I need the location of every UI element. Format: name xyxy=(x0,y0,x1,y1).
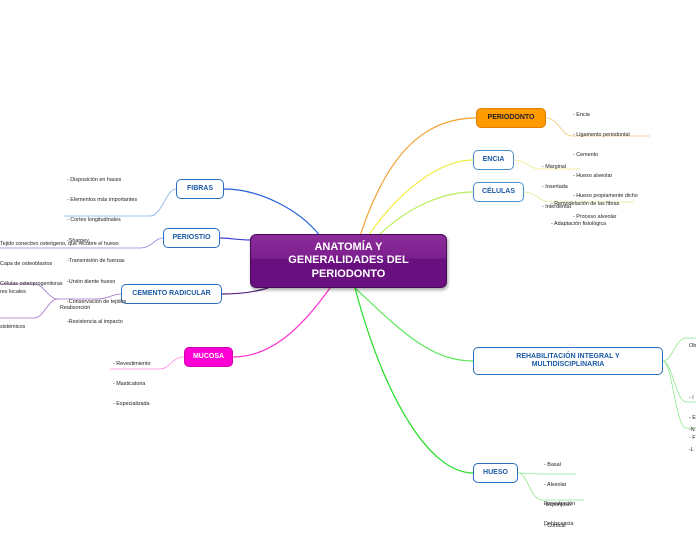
leaf-line: -N xyxy=(689,426,695,433)
leaf-hueso-b: Fenestración Dehiscencia xyxy=(544,487,575,541)
leaf-fibras: - Disposición en haces - Elementos más i… xyxy=(67,163,137,340)
central-topic[interactable]: ANATOMÍA Y GENERALIDADES DEL PERIODONTO xyxy=(250,234,447,288)
leaf-line: - Interdental xyxy=(542,204,571,211)
node-periostio[interactable]: PERIOSTIO xyxy=(163,228,220,248)
central-title: ANATOMÍA Y GENERALIDADES DEL PERIODONTO xyxy=(288,241,409,280)
link-periodonto xyxy=(359,117,477,237)
leaf-line: Dehiscencia xyxy=(544,520,574,527)
mind-map-canvas: ANATOMÍA Y GENERALIDADES DEL PERIODONTO … xyxy=(0,98,696,529)
leaf-encia: - Marginal - Insertada - Interdental xyxy=(542,150,571,225)
leaf-line: -Resistencia al impacto xyxy=(67,319,123,326)
node-hueso[interactable]: HUESO xyxy=(473,463,518,483)
leaf-line: -Esponjoso xyxy=(544,502,571,509)
link-rehabilitacion xyxy=(354,287,474,362)
node-cemento[interactable]: CEMENTO RADICULAR xyxy=(121,284,222,304)
leaf-line: -Conservación de tejidos xyxy=(67,298,127,305)
node-celulas-label: CÉLULAS xyxy=(481,187,516,195)
leaf-line: - Elementos más importantes xyxy=(67,196,138,203)
leaf-mucosa: - Revestimiento - Masticatoria - Especia… xyxy=(113,347,150,422)
leaf-line: - Remodelación de las fibras xyxy=(551,200,620,207)
node-encia-label: ENCIA xyxy=(482,155,505,163)
leaf-line: - Insertada xyxy=(542,183,568,190)
node-fibras[interactable]: FIBRAS xyxy=(176,179,224,199)
leaf-line: - Hueso alveolar xyxy=(573,172,613,179)
leaf-line: - Cortes longitudinales xyxy=(67,217,121,224)
leaf-periostio: Tejido conectivo osteógeno, que recubre … xyxy=(0,227,119,302)
leaf-line: - Ligamento periodontal xyxy=(573,131,630,138)
leaf-line: - Masticatoria xyxy=(113,380,146,387)
leaf-line: - Encia xyxy=(573,111,590,118)
leaf-line: - Adaptación fisiológica xyxy=(551,220,607,227)
node-periodonto-label: PERIODONTO xyxy=(487,113,535,121)
leaf-line: Ob xyxy=(689,342,696,349)
leaf-line: -Unión diente hueso xyxy=(67,278,116,285)
leaf-line: - Revestimiento xyxy=(113,360,151,367)
node-mucosa[interactable]: MUCOSA xyxy=(184,347,233,367)
leaf-line: Capa de osteoblastos xyxy=(0,260,53,267)
node-cemento-label: CEMENTO RADICULAR xyxy=(132,289,211,297)
leaf-line: - I xyxy=(689,394,694,401)
link-hueso xyxy=(354,287,474,474)
link-celulas xyxy=(377,191,474,237)
node-periodonto[interactable]: PERIODONTO xyxy=(476,108,546,128)
connection-lines xyxy=(0,117,696,501)
leaf-line: - Alveolar xyxy=(544,481,567,488)
leaf-line: - Basal xyxy=(544,461,561,468)
leaf-line: -Transmisión de fuerzas xyxy=(67,258,125,265)
node-rehabilitacion[interactable]: REHABILITACIÓN INTEGRAL Y MULTIDISCIPLIN… xyxy=(473,347,663,375)
node-celulas[interactable]: CÉLULAS xyxy=(473,182,524,202)
link-mucosa xyxy=(232,287,331,358)
node-encia[interactable]: ENCIA xyxy=(473,150,514,170)
leaf-line: Células osteoprogenitoras xyxy=(0,281,63,288)
link-fibras xyxy=(223,188,321,237)
leaf-line: -Sharpey xyxy=(67,237,89,244)
leaf-line: Reabsorción xyxy=(60,304,91,311)
leaf-rehab-a: Ob xyxy=(689,329,696,363)
leaf-line: Tejido conectivo osteógeno, que recubre … xyxy=(0,240,119,247)
link-periostio xyxy=(219,237,251,241)
leaf-line: res locales xyxy=(0,288,26,295)
leaf-line: - E xyxy=(689,414,696,421)
leaf-line: - Especializada xyxy=(113,401,150,408)
leaf-celulas: - Remodelación de las fibras - Adaptació… xyxy=(551,187,619,241)
link-encia xyxy=(367,159,474,237)
leaf-rehab-c: -N -L xyxy=(689,413,695,467)
leaf-periodonto: - Encia - Ligamento periodontal - Cement… xyxy=(573,98,638,234)
leaf-rehab-b: - I - E - F xyxy=(689,381,696,456)
node-periostio-label: PERIOSTIO xyxy=(172,233,211,241)
leaf-line: - Proceso alveolar xyxy=(573,213,617,220)
node-fibras-label: FIBRAS xyxy=(186,184,214,192)
leaf-line: sistémicos xyxy=(0,323,26,330)
leaf-line: - Marginal xyxy=(542,163,566,170)
link-cemento xyxy=(221,287,269,295)
leaf-cemento: Reabsorción xyxy=(60,291,90,325)
leaf-line: - Hueso propiamente dicho xyxy=(573,193,638,200)
leaf-line: -L xyxy=(689,446,694,453)
leaf-line: Fenestración xyxy=(544,500,576,507)
leaf-cemento-b: sistémicos xyxy=(0,310,25,344)
leaf-line: - F xyxy=(689,435,696,442)
leaf-cemento-a: res locales xyxy=(0,275,26,309)
node-mucosa-label: MUCOSA xyxy=(192,352,225,360)
leaf-line: - Disposición en haces xyxy=(67,176,122,183)
node-hueso-label: HUESO xyxy=(483,468,508,476)
node-rehabilitacion-label: REHABILITACIÓN INTEGRAL Y MULTIDISCIPLIN… xyxy=(516,352,620,368)
leaf-line: - Cemento xyxy=(573,152,599,159)
